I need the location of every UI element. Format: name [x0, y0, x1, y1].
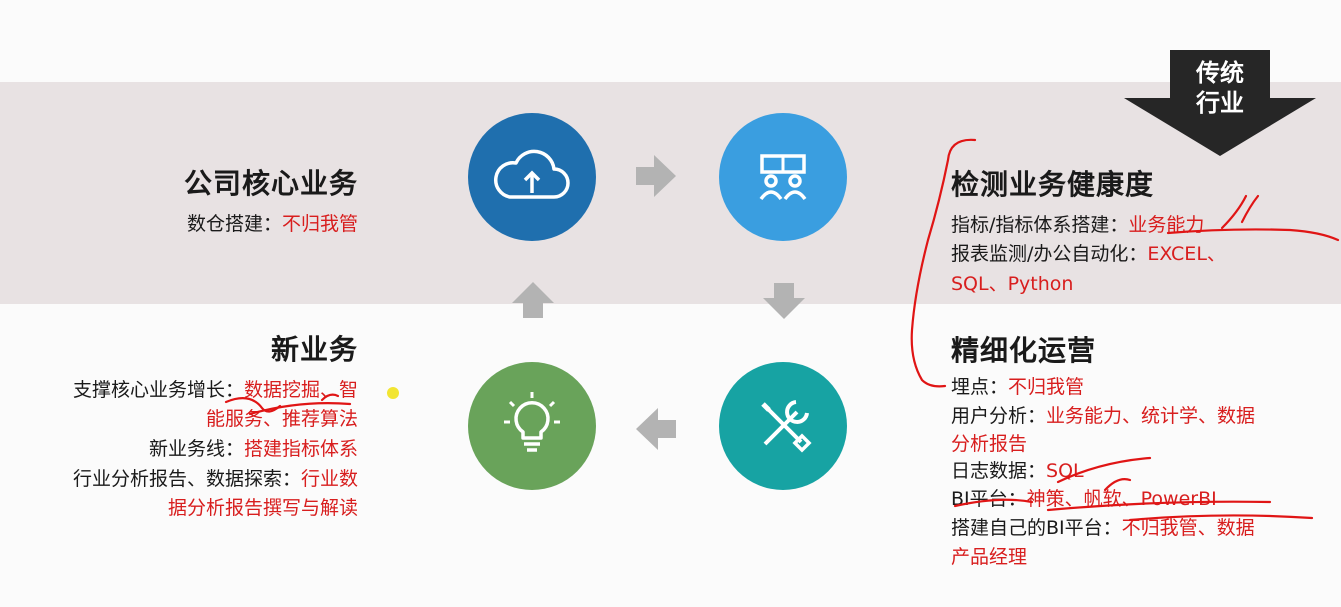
ops-title: 精细化运营	[951, 334, 1097, 367]
traditional-industry-label: 传统 行业	[1196, 59, 1244, 117]
health-line-2: 报表监测/办公自动化：EXCEL、	[951, 243, 1226, 265]
new-business-title: 新业务	[270, 333, 358, 366]
ops-line-6: 搭建自己的BI平台：不归我管、数据	[951, 517, 1255, 539]
ops-line-3: 分析报告	[951, 433, 1028, 455]
ops-line-7: 产品经理	[951, 546, 1028, 568]
new-business-line-3: 新业务线：搭建指标体系	[148, 438, 358, 460]
health-line-1: 指标/指标体系搭建：业务能力	[951, 214, 1205, 236]
health-line-3: SQL、Python	[951, 273, 1074, 295]
health-title: 检测业务健康度	[951, 168, 1155, 201]
new-business-line-1: 支撑核心业务增长：数据挖掘、智	[72, 379, 358, 401]
ops-line-5: BI平台：神策、帆软、PowerBI	[951, 488, 1217, 510]
new-business-line-4: 行业分析报告、数据探索：行业数	[72, 468, 358, 490]
ops-line-4: 日志数据：SQL	[951, 460, 1084, 482]
wrench-screwdriver-icon	[761, 400, 812, 453]
team-board-icon	[759, 154, 807, 201]
cloud-upload-circle	[468, 113, 596, 241]
top-band	[0, 82, 1341, 304]
up-arrow-icon	[512, 282, 554, 318]
core-business-title: 公司核心业务	[183, 167, 358, 200]
core-business-line: 数仓搭建：不归我管	[186, 213, 358, 235]
down-arrow-icon	[763, 283, 805, 319]
tools-circle	[719, 362, 847, 490]
lightbulb-icon	[504, 392, 560, 452]
new-business-line-5: 据分析报告撰写与解读	[167, 497, 358, 519]
ops-line-1: 埋点：不归我管	[951, 376, 1085, 398]
cloud-upload-icon	[493, 149, 570, 199]
team-board-circle	[719, 113, 847, 241]
new-business-line-2: 能服务、推荐算法	[205, 408, 358, 430]
ops-line-2: 用户分析：业务能力、统计学、数据	[951, 405, 1256, 427]
right-arrow-icon	[636, 155, 676, 197]
traditional-industry-arrow-badge	[1124, 50, 1316, 156]
left-arrow-icon	[636, 408, 676, 450]
lightbulb-circle	[468, 362, 596, 490]
